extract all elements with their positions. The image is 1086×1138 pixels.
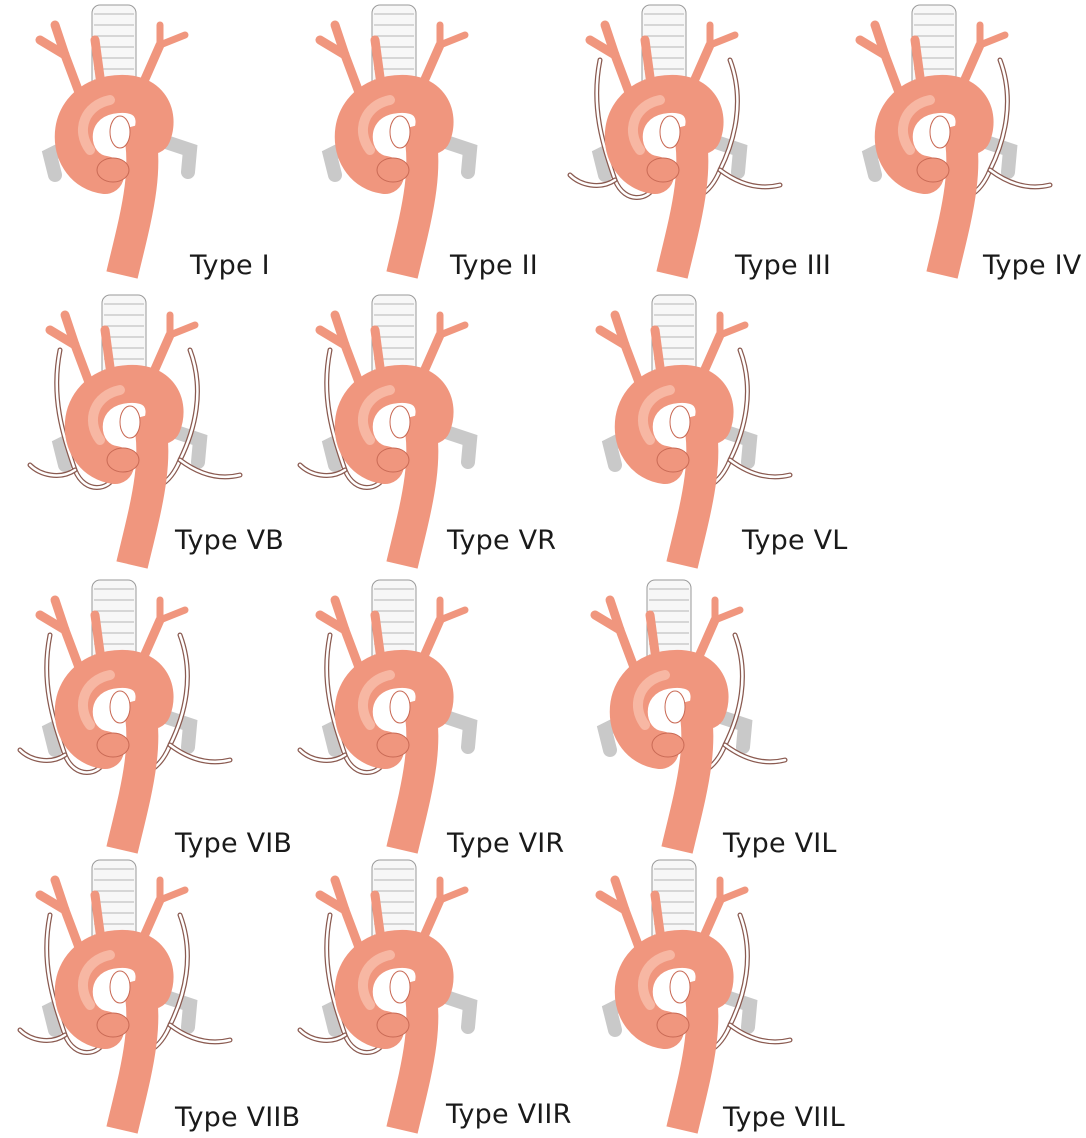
arch-branch-vessel (710, 35, 735, 45)
panel-label-type-i: Type I (190, 250, 270, 281)
panel-label-type-viil: Type VIIL (723, 1102, 845, 1133)
aortic-arch-illustration (10, 855, 240, 1135)
panel-type-i (10, 0, 240, 280)
aortic-root (657, 1013, 689, 1037)
panel-type-vib (10, 575, 240, 855)
aortic-arch-illustration (560, 0, 790, 280)
aortic-arch-illustration (830, 0, 1060, 280)
aortic-arch-illustration (10, 0, 240, 280)
arch-branch-vessel (160, 610, 185, 620)
panel-type-iii (560, 0, 790, 280)
panel-type-ii (290, 0, 520, 280)
aortic-root (657, 448, 689, 472)
panel-label-type-viir: Type VIIR (446, 1099, 572, 1130)
panel-label-type-ii: Type II (450, 250, 538, 281)
panel-type-vir (290, 575, 520, 855)
panel-label-type-iii: Type III (735, 250, 831, 281)
panel-type-viir (290, 855, 520, 1135)
aortic-root (652, 733, 684, 757)
aortic-root (97, 1013, 129, 1037)
aortic-root (917, 158, 949, 182)
arch-branch-vessel (440, 325, 465, 335)
arch-branch-vessel (160, 35, 185, 45)
arch-branch-vessel (715, 610, 740, 620)
aortic-arch-illustration (290, 0, 520, 280)
aortic-arch-illustration (290, 575, 520, 855)
arch-branch-vessel (980, 35, 1005, 45)
panel-label-type-vb: Type VB (175, 525, 284, 556)
arch-branch-vessel (160, 890, 185, 900)
aortic-root (647, 158, 679, 182)
arch-branch-vessel (720, 325, 745, 335)
aortic-root (377, 1013, 409, 1037)
aortic-root (107, 448, 139, 472)
aortic-arch-illustration (565, 575, 795, 855)
panel-label-type-vl: Type VL (742, 525, 848, 556)
panel-type-iv (830, 0, 1060, 280)
aortic-root (97, 733, 129, 757)
aortic-root (377, 448, 409, 472)
arch-branch-vessel (440, 35, 465, 45)
aortic-root (97, 158, 129, 182)
arch-branch-vessel (440, 610, 465, 620)
arch-branch-vessel (720, 890, 745, 900)
aortic-arch-illustration (10, 575, 240, 855)
panel-type-vil (565, 575, 795, 855)
panel-label-type-vr: Type VR (447, 525, 556, 556)
arch-branch-vessel (440, 890, 465, 900)
panel-type-viib (10, 855, 240, 1135)
panel-label-type-viib: Type VIIB (175, 1102, 300, 1133)
aortic-root (377, 158, 409, 182)
panel-label-type-iv: Type IV (983, 250, 1081, 281)
panel-type-viil (570, 855, 800, 1135)
aortic-arch-illustration (290, 855, 520, 1135)
arch-branch-vessel (170, 325, 195, 335)
aortic-root (377, 733, 409, 757)
aortic-arch-illustration (570, 855, 800, 1135)
